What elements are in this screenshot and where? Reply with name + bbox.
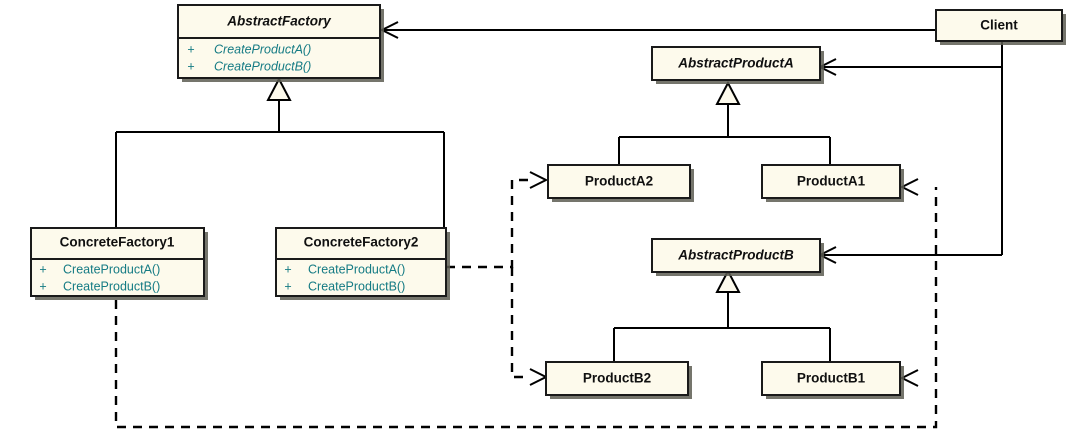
class-name-label: AbstractProductA <box>677 56 794 71</box>
class-name-label: Client <box>980 18 1018 33</box>
class-box <box>177 4 381 79</box>
class-box <box>935 9 1063 42</box>
member-visibility: + <box>39 262 46 276</box>
class-name-label: AbstractProductB <box>677 248 794 263</box>
generalization-triangle-icon <box>715 80 741 105</box>
member-visibility: + <box>39 279 46 293</box>
class-node-product-a2[interactable]: ProductA2 <box>547 164 694 202</box>
class-box <box>547 164 691 199</box>
edge-line <box>114 187 938 429</box>
class-node-abstract-product-b[interactable]: AbstractProductB <box>651 238 824 276</box>
class-node-concrete-factory-2[interactable]: ConcreteFactory2 + CreateProductA() + Cr… <box>275 227 450 300</box>
member-visibility: + <box>284 262 291 276</box>
member-signature: CreateProductA() <box>308 262 405 276</box>
class-name-label: ProductB1 <box>797 371 866 386</box>
edge-generalization-factories <box>115 76 445 228</box>
class-box <box>651 238 821 273</box>
generalization-triangle-icon <box>715 268 741 293</box>
class-box <box>545 361 689 396</box>
class-node-concrete-factory-1[interactable]: ConcreteFactory1 + CreateProductA() + Cr… <box>30 227 208 300</box>
member-signature: CreateProductB() <box>308 279 405 293</box>
edge-generalization-productb <box>613 268 831 362</box>
edge-client-to-abstractproductb <box>817 246 1002 264</box>
member-visibility: + <box>187 59 194 73</box>
arrowhead-open-icon <box>899 369 919 387</box>
class-name-label: ConcreteFactory2 <box>304 235 419 250</box>
class-name-label: AbstractFactory <box>226 14 332 29</box>
member-signature: CreateProductB() <box>63 279 160 293</box>
class-box <box>761 361 901 396</box>
member-visibility: + <box>187 42 194 56</box>
class-node-client[interactable]: Client <box>935 9 1066 45</box>
class-box <box>761 164 901 199</box>
class-node-product-b2[interactable]: ProductB2 <box>545 361 692 399</box>
class-node-abstract-factory[interactable]: AbstractFactory + CreateProductA() + Cre… <box>177 4 384 82</box>
class-name-label: ProductA1 <box>797 174 866 189</box>
class-node-abstract-product-a[interactable]: AbstractProductA <box>651 46 824 84</box>
arrowhead-open-icon <box>529 171 549 189</box>
member-visibility: + <box>284 279 291 293</box>
edge-line <box>510 267 530 379</box>
class-name-label: ConcreteFactory1 <box>60 235 175 250</box>
member-signature: CreateProductB() <box>214 59 311 73</box>
arrowhead-open-icon <box>899 178 919 196</box>
class-box <box>651 46 821 81</box>
edge-line <box>446 178 530 269</box>
class-box <box>30 227 205 297</box>
class-node-product-b1[interactable]: ProductB1 <box>761 361 904 399</box>
edge-client-to-abstractfactory <box>379 21 936 39</box>
arrowhead-open-icon <box>529 368 549 386</box>
class-name-label: ProductB2 <box>583 371 651 386</box>
class-box <box>275 227 447 297</box>
member-signature: CreateProductA() <box>214 42 311 56</box>
edge-generalization-producta <box>618 80 831 165</box>
edge-client-to-abstractproducta <box>817 58 1002 76</box>
class-node-product-a1[interactable]: ProductA1 <box>761 164 904 202</box>
generalization-triangle-icon <box>266 76 292 101</box>
edge-dependency-factory2-products <box>446 171 549 386</box>
class-name-label: ProductA2 <box>585 174 653 189</box>
member-signature: CreateProductA() <box>63 262 160 276</box>
